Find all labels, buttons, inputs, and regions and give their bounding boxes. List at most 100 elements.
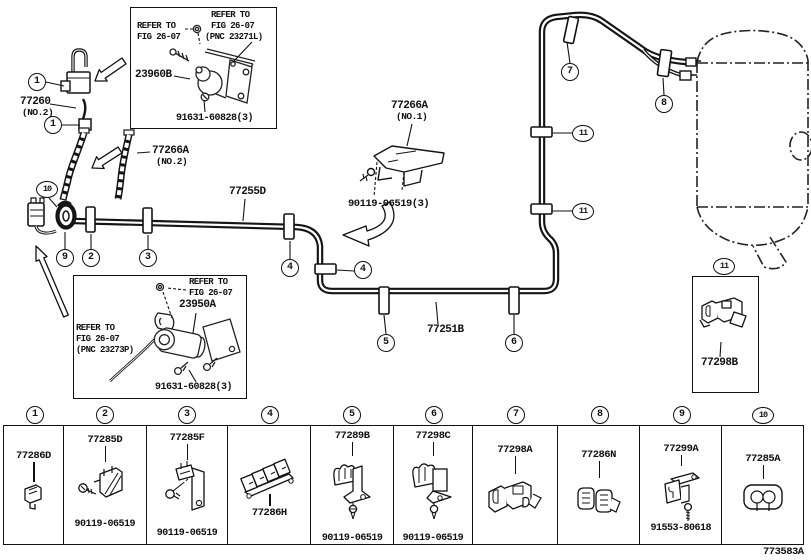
callout-8[interactable]: 8 (655, 95, 673, 113)
tube-clamps (85, 15, 673, 315)
legend-cell-8: 77286N (558, 426, 641, 544)
callout-1b[interactable]: 1 (44, 116, 62, 134)
canister-assembly (60, 48, 92, 131)
part-label-77266a-no2-sub: (NO.2) (156, 156, 188, 167)
pump-23950a-illustration (109, 282, 241, 382)
legend-cell-4: 77286H (228, 426, 312, 544)
legend-part-number[interactable]: 77298C (415, 430, 451, 442)
part-label-23950a[interactable]: 23950A (179, 299, 216, 311)
callout-11b[interactable]: 11 (572, 203, 594, 220)
legend-part-number[interactable]: 77286N (581, 449, 616, 461)
legend-part-number[interactable]: 77289B (334, 430, 370, 442)
part-label-77260[interactable]: 77260 (20, 96, 51, 108)
legend-cell-9: 77299A 91553-80618 (640, 426, 723, 544)
refer-note-bottom-top-line1: REFER TO (189, 277, 228, 287)
legend-callout-7[interactable]: 7 (507, 406, 525, 424)
legend-cell-6: 77298C 90119-06519 (394, 426, 473, 544)
pump-23960b-illustration (169, 24, 256, 104)
legend-callout-4[interactable]: 4 (261, 406, 279, 424)
callout-2[interactable]: 2 (82, 249, 100, 267)
refer-note-top-right-line1: REFER TO (211, 10, 250, 20)
part-label-91631-60828-top[interactable]: 91631-60828(3) (176, 113, 254, 124)
clip-77298b-illustration (699, 297, 747, 328)
legend-callout-10[interactable]: 10 (752, 407, 774, 424)
hose-77266a-no2 (59, 127, 135, 201)
callout-4b[interactable]: 4 (354, 261, 372, 279)
callout-9[interactable]: 9 (56, 249, 74, 267)
part-label-77266a-no1-sub: (NO.1) (396, 111, 428, 122)
legend-table: 77286D 77285D 90119-06519 77285F (3, 425, 804, 545)
refer-note-bottom-left-line1: REFER TO (76, 323, 115, 333)
callout-11a[interactable]: 11 (572, 125, 594, 142)
callout-5[interactable]: 5 (377, 334, 395, 352)
part-label-77260-sub: (NO.2) (22, 107, 54, 118)
clip-77285d-illustration (77, 466, 123, 498)
clip-77298a-illustration (488, 481, 542, 513)
refer-note-bottom-left-line3: (PNC 23273P) (76, 345, 134, 355)
refer-note-top-left-line2: FIG 26-07 (137, 32, 181, 42)
refer-note-top-left-line1: REFER TO (137, 21, 176, 31)
legend-cell-10: 77285A (722, 426, 803, 544)
legend-part-number[interactable]: 77285D (87, 434, 123, 446)
legend-bolt-number[interactable]: 90119-06519 (156, 528, 218, 539)
legend-bolt-number[interactable]: 90119-06519 (402, 533, 464, 544)
clip-77299a-illustration (664, 472, 700, 521)
legend-cell-2: 77285D 90119-06519 (64, 426, 147, 544)
part-label-77266a-no1[interactable]: 77266A (391, 100, 428, 112)
inset-box-77298b (692, 276, 759, 393)
clip-77285f-illustration (165, 461, 205, 511)
harness-plug-and-grommet (27, 197, 77, 235)
legend-part-number[interactable]: 77286D (16, 450, 51, 462)
legend-part-number[interactable]: 77285F (169, 432, 205, 444)
callout-10[interactable]: 10 (36, 181, 58, 198)
legend-callout-9[interactable]: 9 (673, 406, 691, 424)
legend-cell-1: 77286D (4, 426, 64, 544)
refer-note-top-right-line3: (PNC 23271L) (205, 32, 263, 42)
clip-77285a-illustration (742, 484, 783, 511)
callout-7[interactable]: 7 (561, 63, 579, 81)
legend-part-number[interactable]: 77299A (663, 443, 699, 455)
refer-note-bottom-left-line2: FIG 26-07 (76, 334, 120, 344)
legend-callout-8[interactable]: 8 (591, 406, 609, 424)
legend-callout-3[interactable]: 3 (178, 406, 196, 424)
fuel-tank-outline (696, 29, 811, 270)
inset-box-23950a (73, 275, 247, 399)
tank-connectors (679, 57, 701, 81)
legend-callout-2[interactable]: 2 (96, 406, 114, 424)
part-label-90119-06519-3[interactable]: 90119-06519(3) (348, 198, 430, 210)
legend-cell-5: 77289B 90119-06519 (311, 426, 395, 544)
legend-part-number[interactable]: 77298A (497, 444, 533, 456)
leader-lines (45, 28, 722, 383)
legend-callout-5[interactable]: 5 (343, 406, 361, 424)
legend-part-number[interactable]: 77285A (745, 453, 780, 465)
refer-note-bottom-top-line2: FIG 26-07 (189, 288, 233, 298)
legend-bolt-number[interactable]: 91553-80618 (650, 523, 712, 534)
bracket-77266a-no1 (359, 145, 445, 191)
legend-bolt-number[interactable]: 90119-06519 (74, 519, 135, 530)
refer-note-top-right-line2: FIG 26-07 (211, 21, 255, 31)
callout-1a[interactable]: 1 (28, 73, 46, 91)
part-label-77255d[interactable]: 77255D (229, 186, 266, 198)
callout-6[interactable]: 6 (505, 334, 523, 352)
legend-callout-1[interactable]: 1 (26, 406, 44, 424)
callout-4a[interactable]: 4 (281, 259, 299, 277)
clip-77298c-illustration (412, 463, 452, 520)
clip-77286n-illustration (576, 487, 621, 513)
legend-cell-3: 77285F 90119-06519 (147, 426, 229, 544)
clip-77286h-illustration (240, 458, 295, 499)
part-label-77251b[interactable]: 77251B (427, 324, 464, 336)
part-label-91631-60828-bottom[interactable]: 91631-60828(3) (155, 382, 233, 393)
legend-part-number[interactable]: 77286H (251, 507, 287, 519)
callout-3[interactable]: 3 (139, 249, 157, 267)
legend-bolt-number[interactable]: 90119-06519 (321, 533, 383, 544)
clip-77289b-illustration (333, 464, 371, 520)
part-label-77298b[interactable]: 77298B (701, 357, 738, 369)
clip-77286d-illustration (24, 484, 43, 510)
legend-cell-7: 77298A (473, 426, 558, 544)
part-label-77266a-no2[interactable]: 77266A (152, 145, 189, 157)
part-label-23960b[interactable]: 23960B (135, 69, 172, 81)
legend-callout-6[interactable]: 6 (425, 406, 443, 424)
callout-11c[interactable]: 11 (713, 258, 735, 275)
